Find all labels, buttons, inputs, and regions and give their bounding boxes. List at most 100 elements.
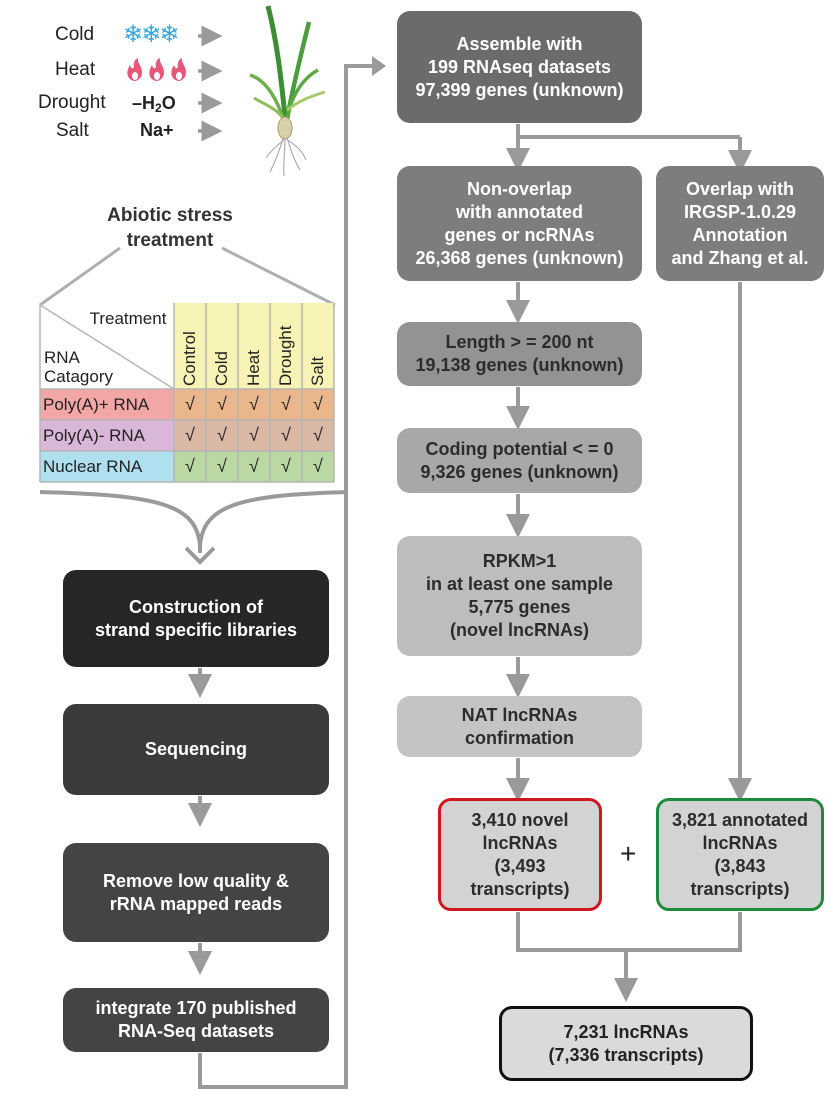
datasets-to-assemble-connector bbox=[198, 56, 386, 1089]
step-text-line: Coding potential < = 0 bbox=[425, 438, 614, 459]
water-removal-label: –H2O bbox=[132, 93, 176, 115]
step-text-line: 7,231 lncRNAs bbox=[563, 1021, 689, 1042]
step-text-line: IRGSP-1.0.29 bbox=[683, 201, 797, 222]
check-mark: √ bbox=[185, 425, 195, 445]
step-text-line: (3,493 bbox=[494, 855, 546, 876]
check-mark: √ bbox=[217, 394, 227, 414]
step-rpkm-filter: RPKM>1 in at least one sample 5,775 gene… bbox=[397, 536, 642, 656]
step-text-line: and Zhang et al. bbox=[671, 247, 809, 268]
result-annotated-lncrnas: 3,821 annotated lncRNAs (3,843 transcrip… bbox=[656, 798, 824, 911]
step-nat-confirmation: NAT lncRNAs confirmation bbox=[397, 696, 642, 757]
plus-sign: + bbox=[620, 838, 637, 869]
step-coding-potential: Coding potential < = 0 9,326 genes (unkn… bbox=[397, 428, 642, 493]
step-integrate-datasets: integrate 170 published RNA-Seq datasets bbox=[63, 988, 329, 1052]
step-sequencing: Sequencing bbox=[63, 704, 329, 795]
check-mark: √ bbox=[185, 394, 195, 414]
step-text-line: Overlap with bbox=[685, 178, 795, 199]
step-text-line: Remove low quality & bbox=[102, 870, 290, 891]
step-text-line: Annotation bbox=[692, 224, 788, 245]
step-text-line: 97,399 genes (unknown) bbox=[415, 79, 624, 100]
step-text-line: lncRNAs bbox=[702, 832, 778, 853]
row-label-polya-minus: Poly(A)- RNA bbox=[43, 425, 146, 445]
table-header-treatment: Treatment bbox=[89, 309, 167, 328]
step-text-line: strand specific libraries bbox=[94, 619, 298, 640]
treatment-title-line1: Abiotic stress bbox=[107, 205, 233, 226]
column-header-drought: Drought bbox=[276, 325, 295, 386]
check-mark: √ bbox=[217, 425, 227, 445]
merge-to-final bbox=[516, 912, 742, 1002]
stress-label-cold: Cold bbox=[55, 24, 95, 45]
step-assemble: Assemble with 199 RNAseq datasets 97,399… bbox=[397, 11, 642, 123]
step-text-line: 26,368 genes (unknown) bbox=[415, 247, 624, 268]
step-text-line: (7,336 transcripts) bbox=[548, 1044, 704, 1065]
check-mark: √ bbox=[249, 456, 259, 476]
snowflake-icon: ❄❄❄ bbox=[123, 21, 179, 48]
result-final-lncrnas: 7,231 lncRNAs (7,336 transcripts) bbox=[499, 1006, 753, 1081]
step-text-line: genes or ncRNAs bbox=[444, 224, 595, 245]
stress-arrows bbox=[198, 25, 223, 142]
step-text-line: Construction of bbox=[129, 596, 263, 617]
row-fill-nuclear bbox=[40, 451, 174, 482]
check-mark: √ bbox=[313, 425, 323, 445]
step-text-line: NAT lncRNAs bbox=[461, 704, 578, 725]
step-text-line: integrate 170 published bbox=[95, 998, 297, 1018]
table-header-category: RNA Catagory bbox=[44, 348, 113, 386]
check-mark: √ bbox=[313, 456, 323, 476]
step-library-construction: Construction of strand specific librarie… bbox=[63, 570, 329, 667]
drought-symbol-prefix: –H bbox=[132, 93, 156, 113]
drought-symbol-suffix: O bbox=[161, 93, 176, 113]
step-text-line: RNA-Seq datasets bbox=[117, 1021, 275, 1041]
treatment-title: Abiotic stress treatment bbox=[60, 203, 280, 253]
step-non-overlap: Non-overlap with annotated genes or ncRN… bbox=[397, 166, 642, 281]
merge-funnel bbox=[39, 490, 349, 565]
stress-label-drought: Drought bbox=[38, 92, 106, 113]
rice-seedling-illustration bbox=[249, 5, 326, 177]
column-header-cold: Cold bbox=[212, 351, 231, 386]
stress-label-heat: Heat bbox=[55, 59, 96, 80]
row-fill-polya-plus-overlay bbox=[174, 389, 334, 420]
flame-icon bbox=[127, 58, 186, 81]
row-fill-nuclear-overlay bbox=[174, 451, 334, 482]
check-mark: √ bbox=[185, 456, 195, 476]
step-text-line: 9,326 genes (unknown) bbox=[420, 461, 619, 482]
check-mark: √ bbox=[281, 456, 291, 476]
row-fill-polya-minus bbox=[40, 420, 174, 451]
right-flow-arrows bbox=[506, 282, 752, 802]
drought-symbol-subscript: 2 bbox=[155, 101, 162, 115]
step-text-line: confirmation bbox=[464, 727, 574, 748]
step-text-line: (novel lncRNAs) bbox=[449, 620, 590, 640]
table-header-fill bbox=[174, 303, 334, 389]
result-novel-lncrnas: 3,410 novel lncRNAs (3,493 transcripts) bbox=[438, 798, 602, 911]
step-text-line: with annotated bbox=[456, 201, 583, 222]
step-overlap-annotation: Overlap with IRGSP-1.0.29 Annotation and… bbox=[656, 166, 824, 281]
step-text-line: 3,410 novel bbox=[471, 809, 569, 830]
check-mark: √ bbox=[249, 425, 259, 445]
assemble-branch bbox=[506, 124, 752, 174]
step-text-line: rRNA mapped reads bbox=[109, 893, 283, 914]
step-text-line: in at least one sample bbox=[425, 574, 614, 594]
step-text-line: 3,821 annotated bbox=[671, 809, 809, 830]
step-text-line: Length > = 200 nt bbox=[445, 332, 594, 352]
row-fill-polya-plus bbox=[40, 389, 174, 420]
step-text-line: 5,775 genes bbox=[468, 597, 571, 617]
step-text-line: 199 RNAseq datasets bbox=[427, 56, 612, 77]
check-mark: √ bbox=[249, 394, 259, 414]
table-header-category-line2: Catagory bbox=[44, 367, 113, 386]
check-mark: √ bbox=[217, 456, 227, 476]
step-remove-low-quality: Remove low quality & rRNA mapped reads bbox=[63, 843, 329, 942]
step-length-filter: Length > = 200 nt 19,138 genes (unknown) bbox=[397, 322, 642, 386]
step-text-line: transcripts) bbox=[470, 878, 570, 899]
treatment-bracket-lines bbox=[39, 246, 336, 307]
row-fill-polya-minus-overlay bbox=[174, 420, 334, 451]
column-header-control: Control bbox=[180, 331, 199, 386]
check-mark: √ bbox=[313, 394, 323, 414]
step-text-line: Non-overlap bbox=[466, 178, 572, 199]
step-text-line: transcripts) bbox=[690, 878, 790, 899]
treatment-title-line2: treatment bbox=[126, 230, 214, 251]
check-mark: √ bbox=[281, 425, 291, 445]
check-mark: √ bbox=[281, 394, 291, 414]
stress-label-salt: Salt bbox=[56, 120, 89, 141]
step-text-line: Assemble with bbox=[456, 33, 583, 54]
